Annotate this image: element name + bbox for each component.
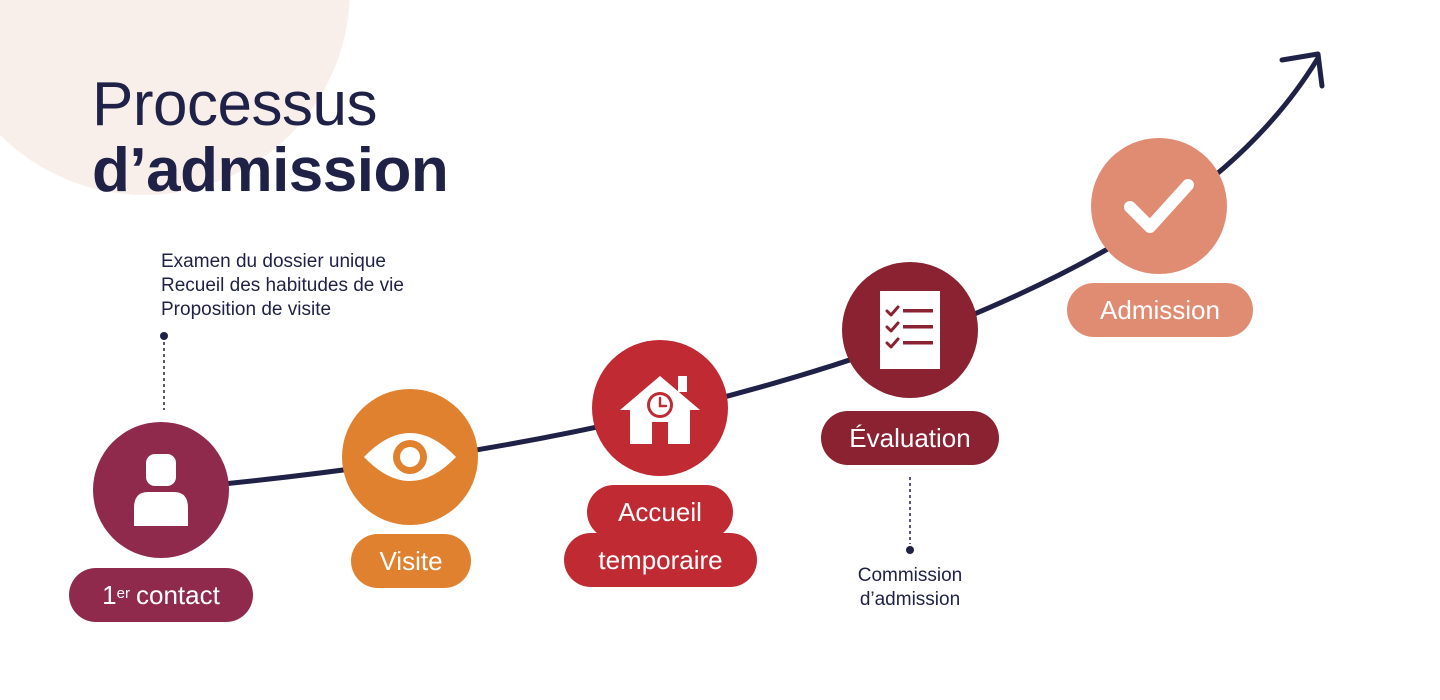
house-clock-icon [620, 376, 700, 444]
note-contact-line-2: Recueil des habitudes de vie [161, 275, 404, 296]
step-admission-label: Admission [1067, 283, 1253, 337]
title-line-1: Processus [92, 70, 377, 139]
step-contact-label-prefix: 1 [102, 579, 117, 610]
step-accueil-circle [592, 340, 728, 476]
note-evaluation-line-1: Commission [857, 565, 963, 586]
person-icon [134, 454, 188, 526]
connector-dot-evaluation [906, 546, 914, 554]
step-contact-circle [93, 422, 229, 558]
step-admission-circle [1091, 138, 1227, 274]
note-contact-line-1: Examen du dossier unique [161, 251, 386, 272]
step-accueil-label-line-2: temporaire [564, 533, 757, 587]
checklist-icon [880, 291, 940, 369]
step-accueil-label-line-1: Accueil [587, 485, 733, 539]
step-contact-label-text: contact [135, 579, 220, 610]
step-evaluation-label: Évaluation [821, 411, 999, 465]
title-line-2: d’admission [92, 136, 449, 205]
step-evaluation-circle [842, 262, 978, 398]
step-visite-circle [342, 389, 478, 525]
step-contact-label-sup: er [116, 584, 130, 602]
page-title: Processus d’admission [92, 70, 449, 205]
note-evaluation-line-2: d’admission [859, 589, 961, 610]
note-contact: Examen du dossier unique Recueil des hab… [161, 250, 404, 322]
note-contact-line-3: Proposition de visite [161, 299, 332, 320]
step-visite-label: Visite [351, 534, 471, 588]
eye-icon [364, 433, 456, 481]
arrow-head-icon [1279, 51, 1325, 89]
checkmark-icon [1124, 179, 1194, 233]
connector-dot-contact [160, 332, 168, 340]
note-evaluation: Commission d’admission [810, 564, 1010, 612]
